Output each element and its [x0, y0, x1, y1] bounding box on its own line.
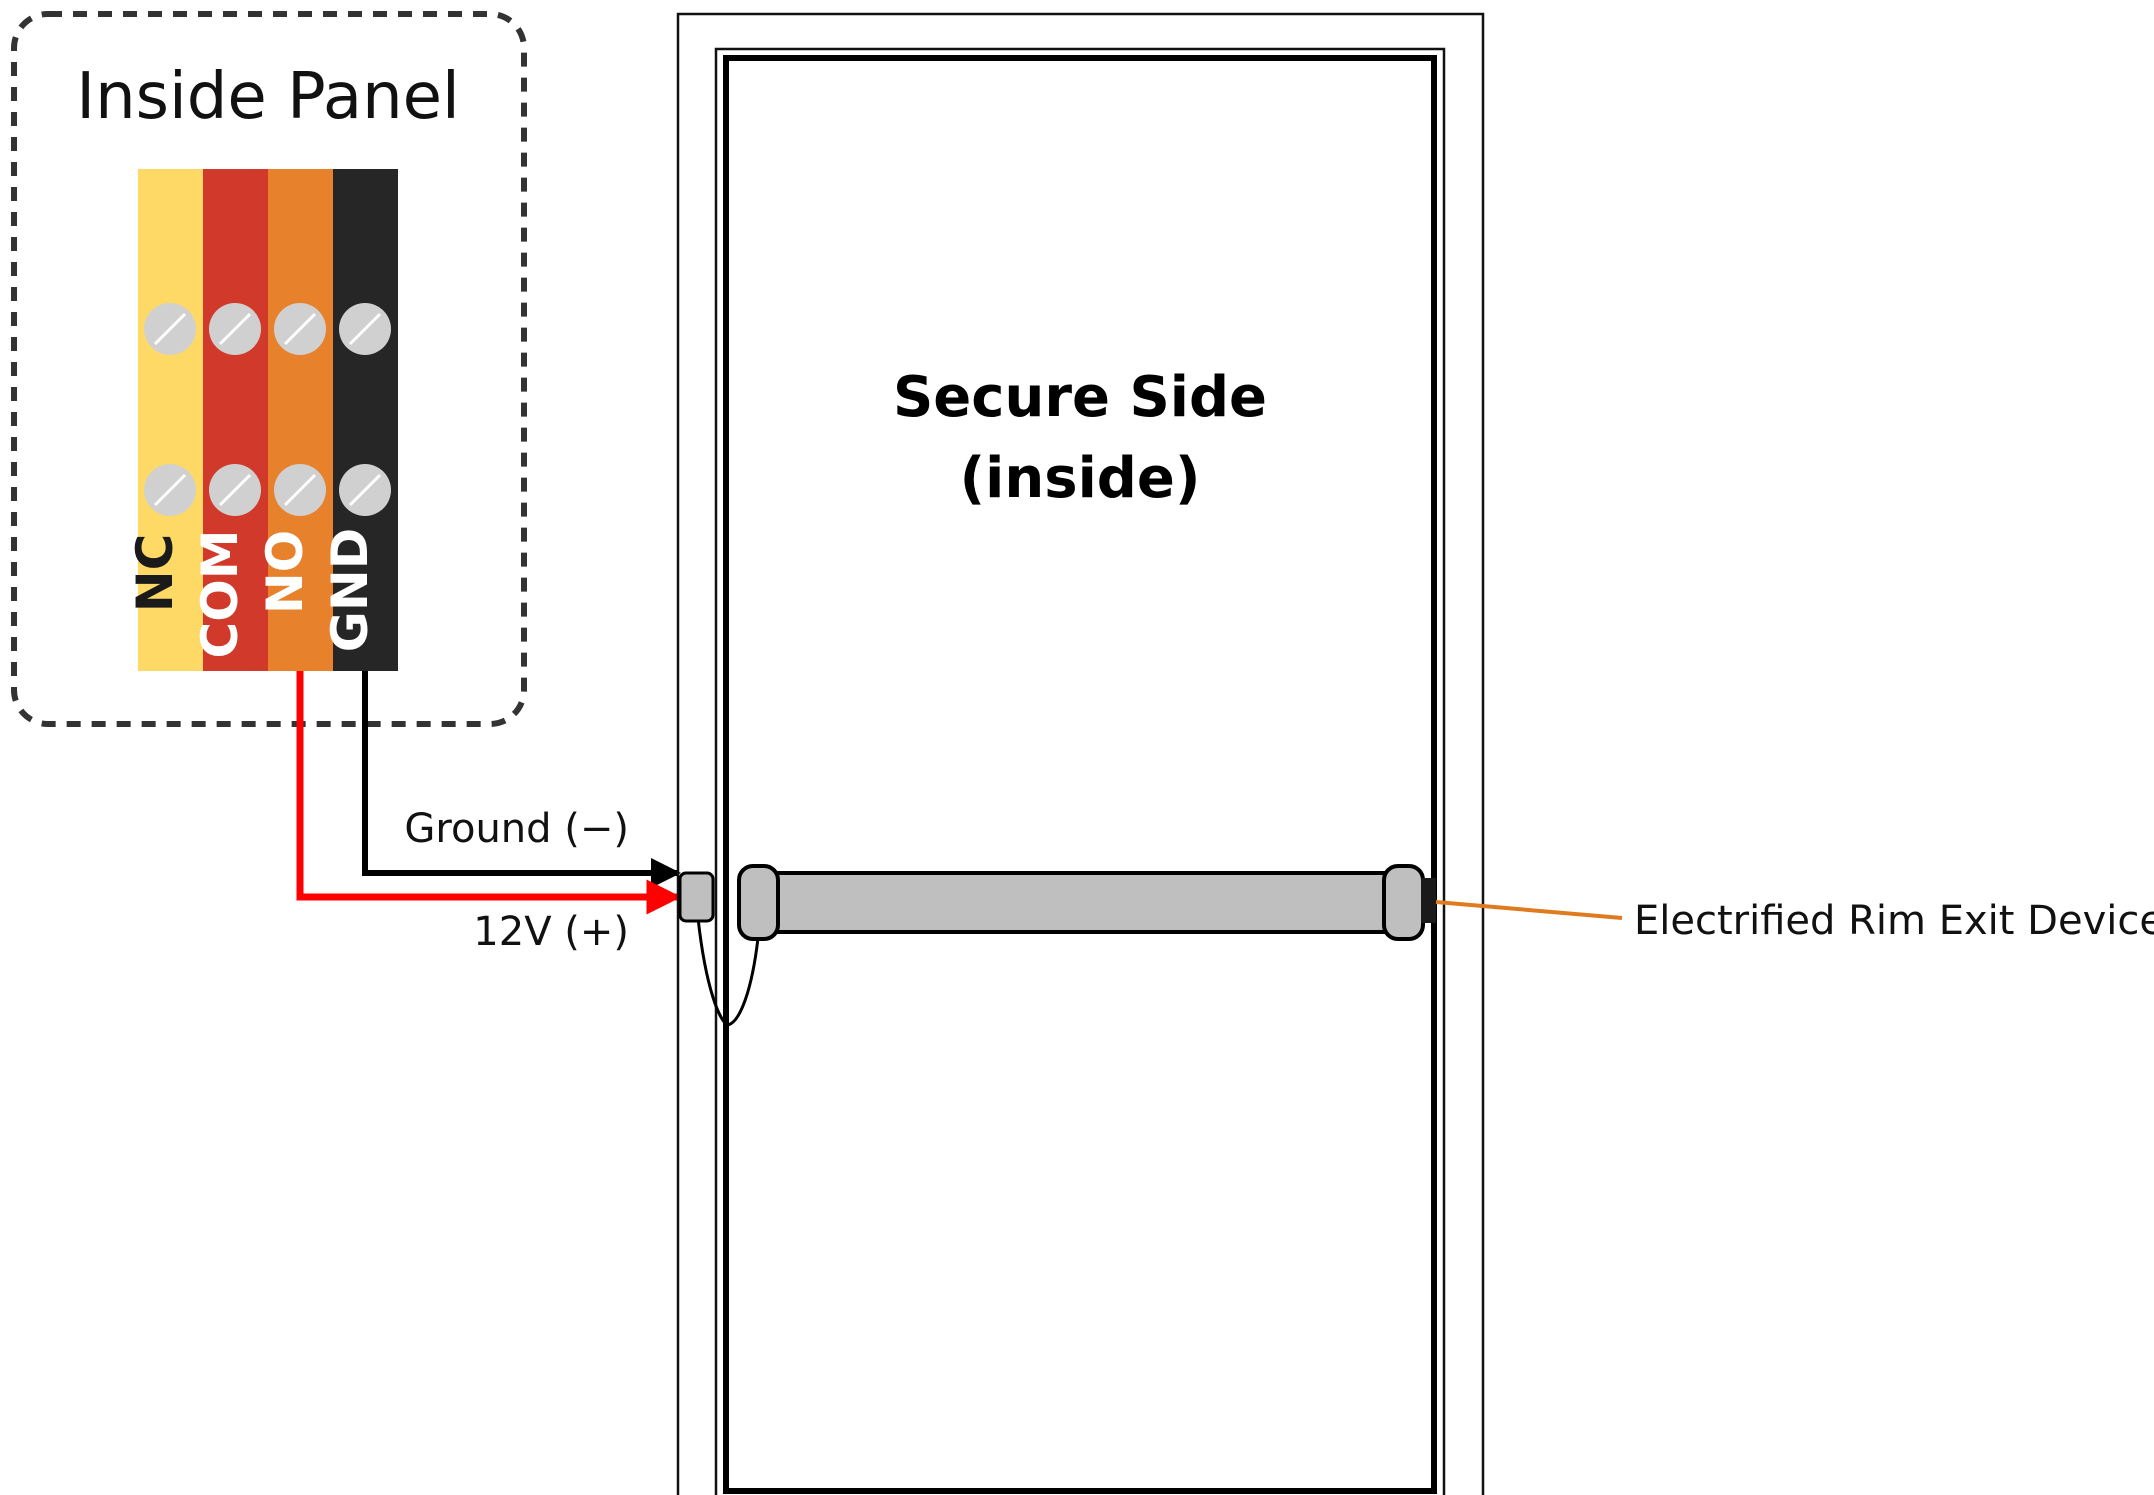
- terminal-label-no: NO: [256, 530, 314, 614]
- transfer-loop-cable: [696, 917, 760, 1027]
- door-frame-inner: [714, 47, 1446, 1495]
- inside-panel: Inside Panel NC COM NO GND: [11, 11, 527, 727]
- exit-device-label: Electrified Rim Exit Device: [1634, 898, 2154, 944]
- terminal-block: NC COM NO GND: [126, 169, 398, 671]
- wires: Ground (−) 12V (+): [296, 671, 682, 955]
- terminal-strip-gnd: [333, 169, 398, 671]
- terminal-strip-no: [268, 169, 333, 671]
- screw-terminal: [339, 464, 391, 516]
- terminal-strip-nc: [138, 169, 203, 671]
- screw-terminal: [339, 303, 391, 355]
- screw-terminal: [274, 464, 326, 516]
- secure-side-title: Secure Side: [893, 365, 1267, 430]
- terminal-label-com: COM: [191, 530, 249, 659]
- push-bar-end-cap-left: [737, 864, 780, 941]
- terminal-strip-com: [203, 169, 268, 671]
- door: Secure Side (inside): [676, 12, 1485, 1495]
- ground-wire: [362, 671, 681, 888]
- panel-dashed-border: [11, 11, 527, 727]
- rim-exit-device: Electrified Rim Exit Device: [678, 864, 2154, 1027]
- door-frame-outer: [676, 12, 1485, 1495]
- push-bar: [760, 871, 1396, 934]
- door-leaf: [723, 55, 1437, 1494]
- power-transfer-hinge: [678, 871, 715, 923]
- device-leader-line: [1435, 900, 1623, 920]
- ground-wire-label: Ground (−): [404, 806, 629, 852]
- power-wire: [296, 671, 682, 915]
- latch-connector: [1421, 878, 1436, 923]
- screw-terminal: [274, 303, 326, 355]
- panel-title: Inside Panel: [76, 60, 460, 134]
- screw-terminal: [209, 464, 261, 516]
- terminal-label-gnd: GND: [321, 528, 379, 652]
- screw-terminal: [144, 303, 196, 355]
- screw-terminal: [144, 464, 196, 516]
- power-wire-label: 12V (+): [473, 909, 629, 955]
- push-bar-end-cap-right: [1382, 864, 1425, 941]
- terminal-label-nc: NC: [126, 534, 184, 613]
- secure-side-subtitle: (inside): [960, 446, 1201, 511]
- screw-terminal: [209, 303, 261, 355]
